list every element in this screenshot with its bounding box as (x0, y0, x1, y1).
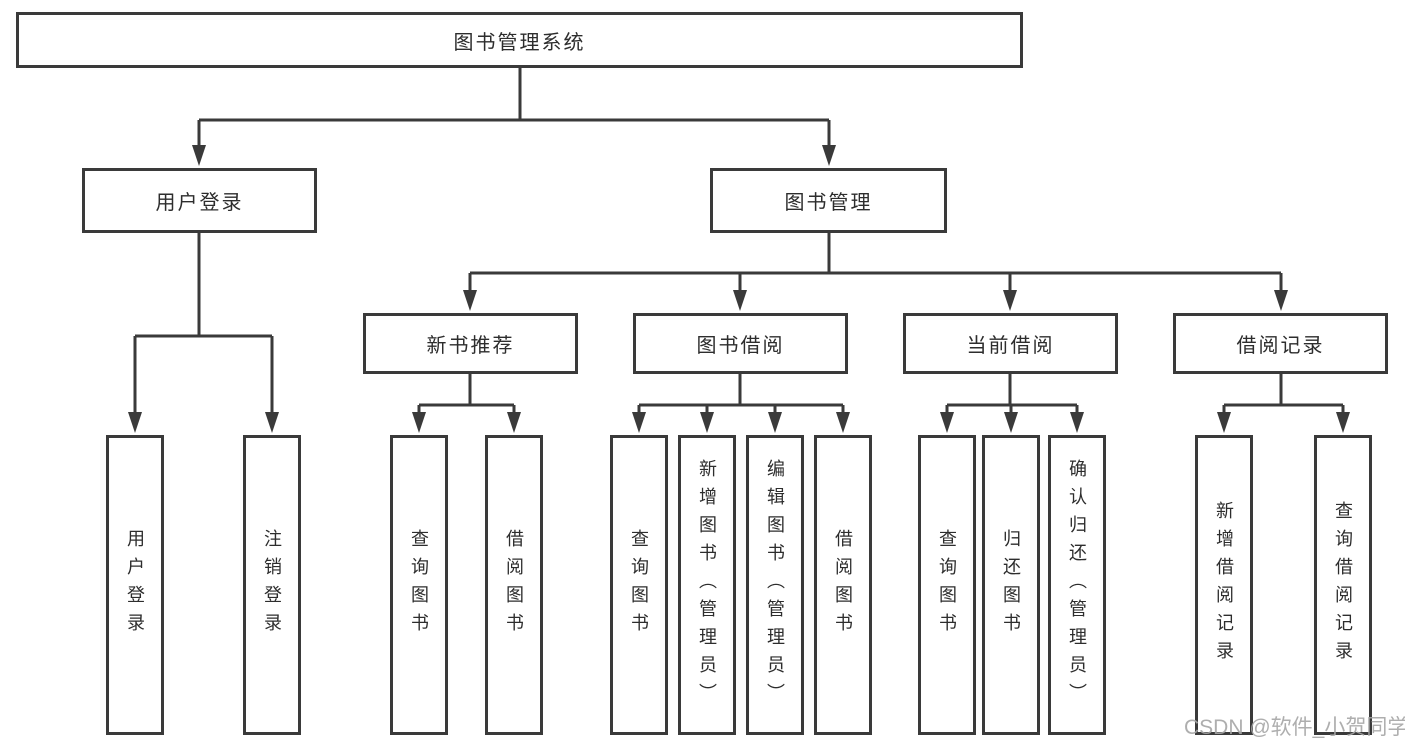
leaf-query-borrow-record: 查询借阅记录 (1314, 435, 1372, 735)
node-book-management-label: 图书管理 (784, 192, 873, 214)
node-book-borrowing-label: 图书借阅 (696, 335, 785, 357)
leaf-edit-books-admin-label: 编辑图书（管理员） (765, 459, 785, 711)
connector-new-book-recommendation (417, 374, 516, 413)
node-user-login-label: 用户登录 (155, 192, 244, 214)
node-new-book-recommendation: 新书推荐 (363, 313, 578, 374)
arrowheads (128, 145, 1350, 433)
node-new-book-recommendation-label: 新书推荐 (426, 335, 515, 357)
node-book-management: 图书管理 (710, 168, 947, 233)
leaf-query-books-current-label: 查询图书 (937, 529, 957, 641)
node-current-borrowing-label: 当前借阅 (966, 335, 1055, 357)
leaf-user-login-label: 用户登录 (125, 529, 145, 641)
node-borrowing-records: 借阅记录 (1173, 313, 1388, 374)
leaf-query-books-borrowing: 查询图书 (610, 435, 668, 735)
connector-book-management (468, 233, 1283, 291)
leaf-query-borrow-record-label: 查询借阅记录 (1333, 501, 1353, 669)
leaf-borrow-books: 借阅图书 (814, 435, 872, 735)
node-current-borrowing: 当前借阅 (903, 313, 1118, 374)
node-borrowing-records-label: 借阅记录 (1236, 335, 1325, 357)
node-user-login: 用户登录 (82, 168, 317, 233)
leaf-add-borrow-record: 新增借阅记录 (1195, 435, 1253, 735)
leaf-borrow-books-recommend: 借阅图书 (485, 435, 543, 735)
connector-user-login (133, 233, 274, 413)
leaf-borrow-books-label: 借阅图书 (833, 529, 853, 641)
connector-current-borrowing (945, 374, 1079, 413)
leaf-query-books-borrowing-label: 查询图书 (629, 529, 649, 641)
leaf-add-books-admin-label: 新增图书（管理员） (697, 459, 717, 711)
leaf-user-login: 用户登录 (106, 435, 164, 735)
leaf-add-books-admin: 新增图书（管理员） (678, 435, 736, 735)
leaf-query-books-recommend-label: 查询图书 (409, 529, 429, 641)
leaf-edit-books-admin: 编辑图书（管理员） (746, 435, 804, 735)
leaf-borrow-books-recommend-label: 借阅图书 (504, 529, 524, 641)
node-root-label: 图书管理系统 (453, 31, 586, 54)
leaf-confirm-return-admin-label: 确认归还（管理员） (1067, 459, 1087, 711)
connector-book-borrowing (637, 374, 845, 413)
leaf-return-books-label: 归还图书 (1001, 529, 1021, 641)
connector-root (197, 68, 831, 146)
leaf-query-books-recommend: 查询图书 (390, 435, 448, 735)
watermark: CSDN @软件_小贺同学 (1184, 716, 1405, 739)
leaf-logout-label: 注销登录 (262, 529, 282, 641)
connector-borrowing-records (1222, 374, 1345, 413)
leaf-confirm-return-admin: 确认归还（管理员） (1048, 435, 1106, 735)
leaf-query-books-current: 查询图书 (918, 435, 976, 735)
node-root: 图书管理系统 (16, 12, 1023, 68)
leaf-return-books: 归还图书 (982, 435, 1040, 735)
leaf-add-borrow-record-label: 新增借阅记录 (1214, 501, 1234, 669)
node-book-borrowing: 图书借阅 (633, 313, 848, 374)
leaf-logout: 注销登录 (243, 435, 301, 735)
